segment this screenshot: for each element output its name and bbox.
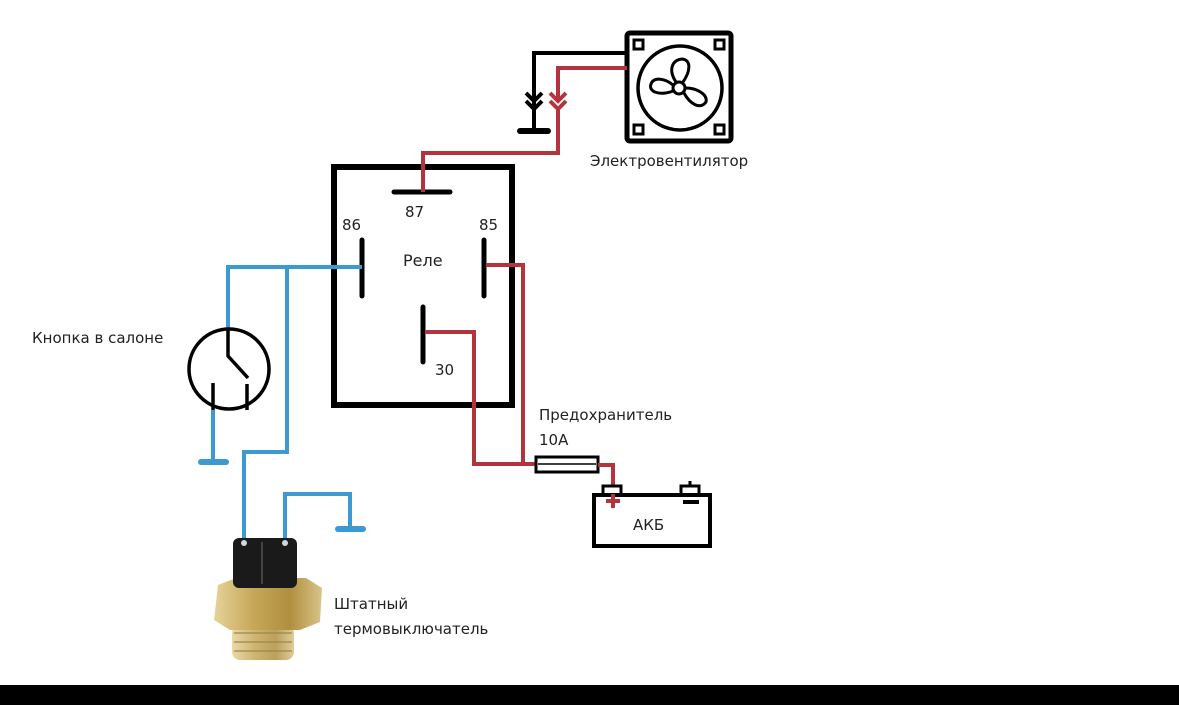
pin-label-30: 30 xyxy=(435,361,454,379)
wire-86-thermo xyxy=(242,267,289,540)
thermo-hex-body xyxy=(214,578,322,630)
thermo-label: Штатный xyxy=(334,595,408,613)
wire-85 xyxy=(486,263,525,462)
pin-label-86: 86 xyxy=(342,216,361,234)
relay-label: Реле xyxy=(403,251,443,270)
fan-housing xyxy=(624,30,734,144)
thermo-label-2: термовыключатель xyxy=(334,620,488,638)
fan-mount-hole xyxy=(713,38,726,51)
fuse-rating: 10А xyxy=(539,431,569,449)
fuse-label: Предохранитель xyxy=(539,406,672,424)
button-label: Кнопка в салоне xyxy=(32,329,163,347)
bottom-bar xyxy=(0,685,1179,705)
thermo-connector xyxy=(233,538,297,588)
wire-thermo-ground xyxy=(283,492,352,540)
switch-icon xyxy=(187,327,271,411)
fan-icon xyxy=(649,57,708,108)
wire-30 xyxy=(425,330,537,466)
wire-fuse-battery xyxy=(598,463,615,492)
fan-black-wire xyxy=(517,51,627,134)
fan xyxy=(624,30,734,144)
fan-label: Электровентилятор xyxy=(590,152,748,170)
wire-86 xyxy=(226,265,362,330)
button-body xyxy=(187,327,271,411)
pin-label-85: 85 xyxy=(479,216,498,234)
fan-ring xyxy=(636,44,724,132)
thermo-switch xyxy=(214,538,322,660)
pin-label-87: 87 xyxy=(405,203,424,221)
fan-mount-hole xyxy=(632,38,645,51)
signal-wires xyxy=(198,265,366,540)
relay xyxy=(331,164,515,408)
fan-mount-hole xyxy=(713,123,726,136)
battery-label: АКБ xyxy=(633,516,664,534)
fan-mount-hole xyxy=(632,123,645,136)
battery xyxy=(592,481,712,548)
